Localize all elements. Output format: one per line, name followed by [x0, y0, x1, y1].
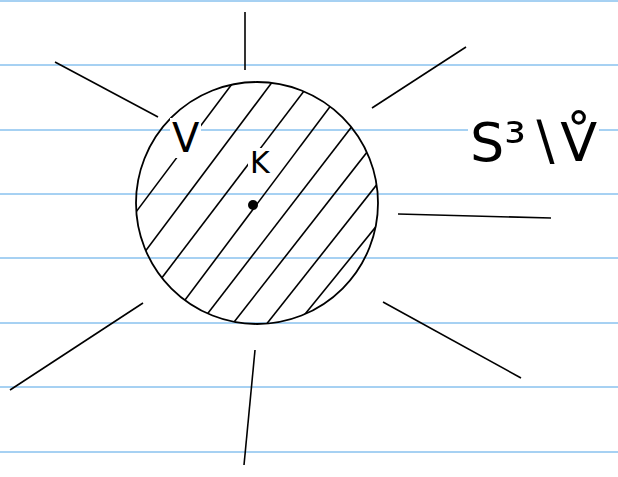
complement-label: S³∖V̊ — [468, 116, 599, 170]
region-label: K — [248, 148, 272, 178]
rays — [10, 12, 551, 465]
solid-torus-circle — [136, 82, 378, 324]
hatching — [100, 60, 440, 345]
solid-torus-region: VK — [136, 82, 378, 324]
region-label: V — [170, 118, 201, 158]
knot-dot — [248, 200, 258, 210]
notebook-lines — [0, 1, 618, 452]
